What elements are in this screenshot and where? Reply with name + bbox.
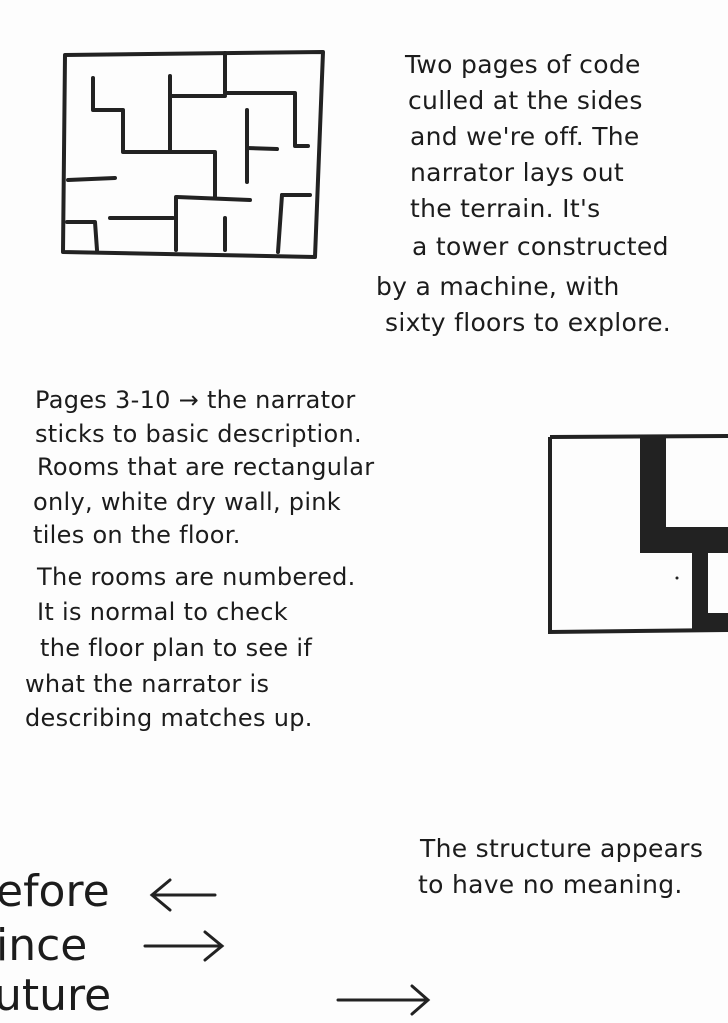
floorplan-drawing xyxy=(548,434,728,635)
arrow-left-icon xyxy=(149,878,217,912)
note-line: describing matches up. xyxy=(25,704,313,732)
note-line: what the narrator is xyxy=(25,670,270,698)
note-line: The rooms are numbered. xyxy=(37,563,356,591)
arrow-right-icon xyxy=(143,930,225,962)
maze-drawing xyxy=(61,50,325,259)
word-future: uture xyxy=(0,970,112,1021)
note-line: It is normal to check xyxy=(37,598,288,626)
note-line: Pages 3-10 → the narrator xyxy=(35,386,356,414)
note-line: narrator lays out xyxy=(410,158,624,187)
note-line: a tower constructed xyxy=(412,232,669,261)
note-line: the terrain. It's xyxy=(410,194,601,223)
note-line: Two pages of code xyxy=(405,50,641,79)
word-since: ince xyxy=(0,920,88,971)
note-line: by a machine, with xyxy=(376,272,620,301)
note-line: sixty floors to explore. xyxy=(385,308,672,337)
arrow-right-icon xyxy=(336,984,431,1016)
note-line: The structure appears xyxy=(420,834,704,863)
note-line: culled at the sides xyxy=(408,86,643,115)
note-line: only, white dry wall, pink xyxy=(33,488,342,516)
note-line: tiles on the floor. xyxy=(33,521,241,549)
note-line: sticks to basic description. xyxy=(35,420,362,448)
word-before: efore xyxy=(0,866,110,917)
note-line: and we're off. The xyxy=(410,122,640,151)
note-line: the floor plan to see if xyxy=(40,634,313,662)
note-line: to have no meaning. xyxy=(418,870,683,899)
note-line: Rooms that are rectangular xyxy=(37,453,375,481)
